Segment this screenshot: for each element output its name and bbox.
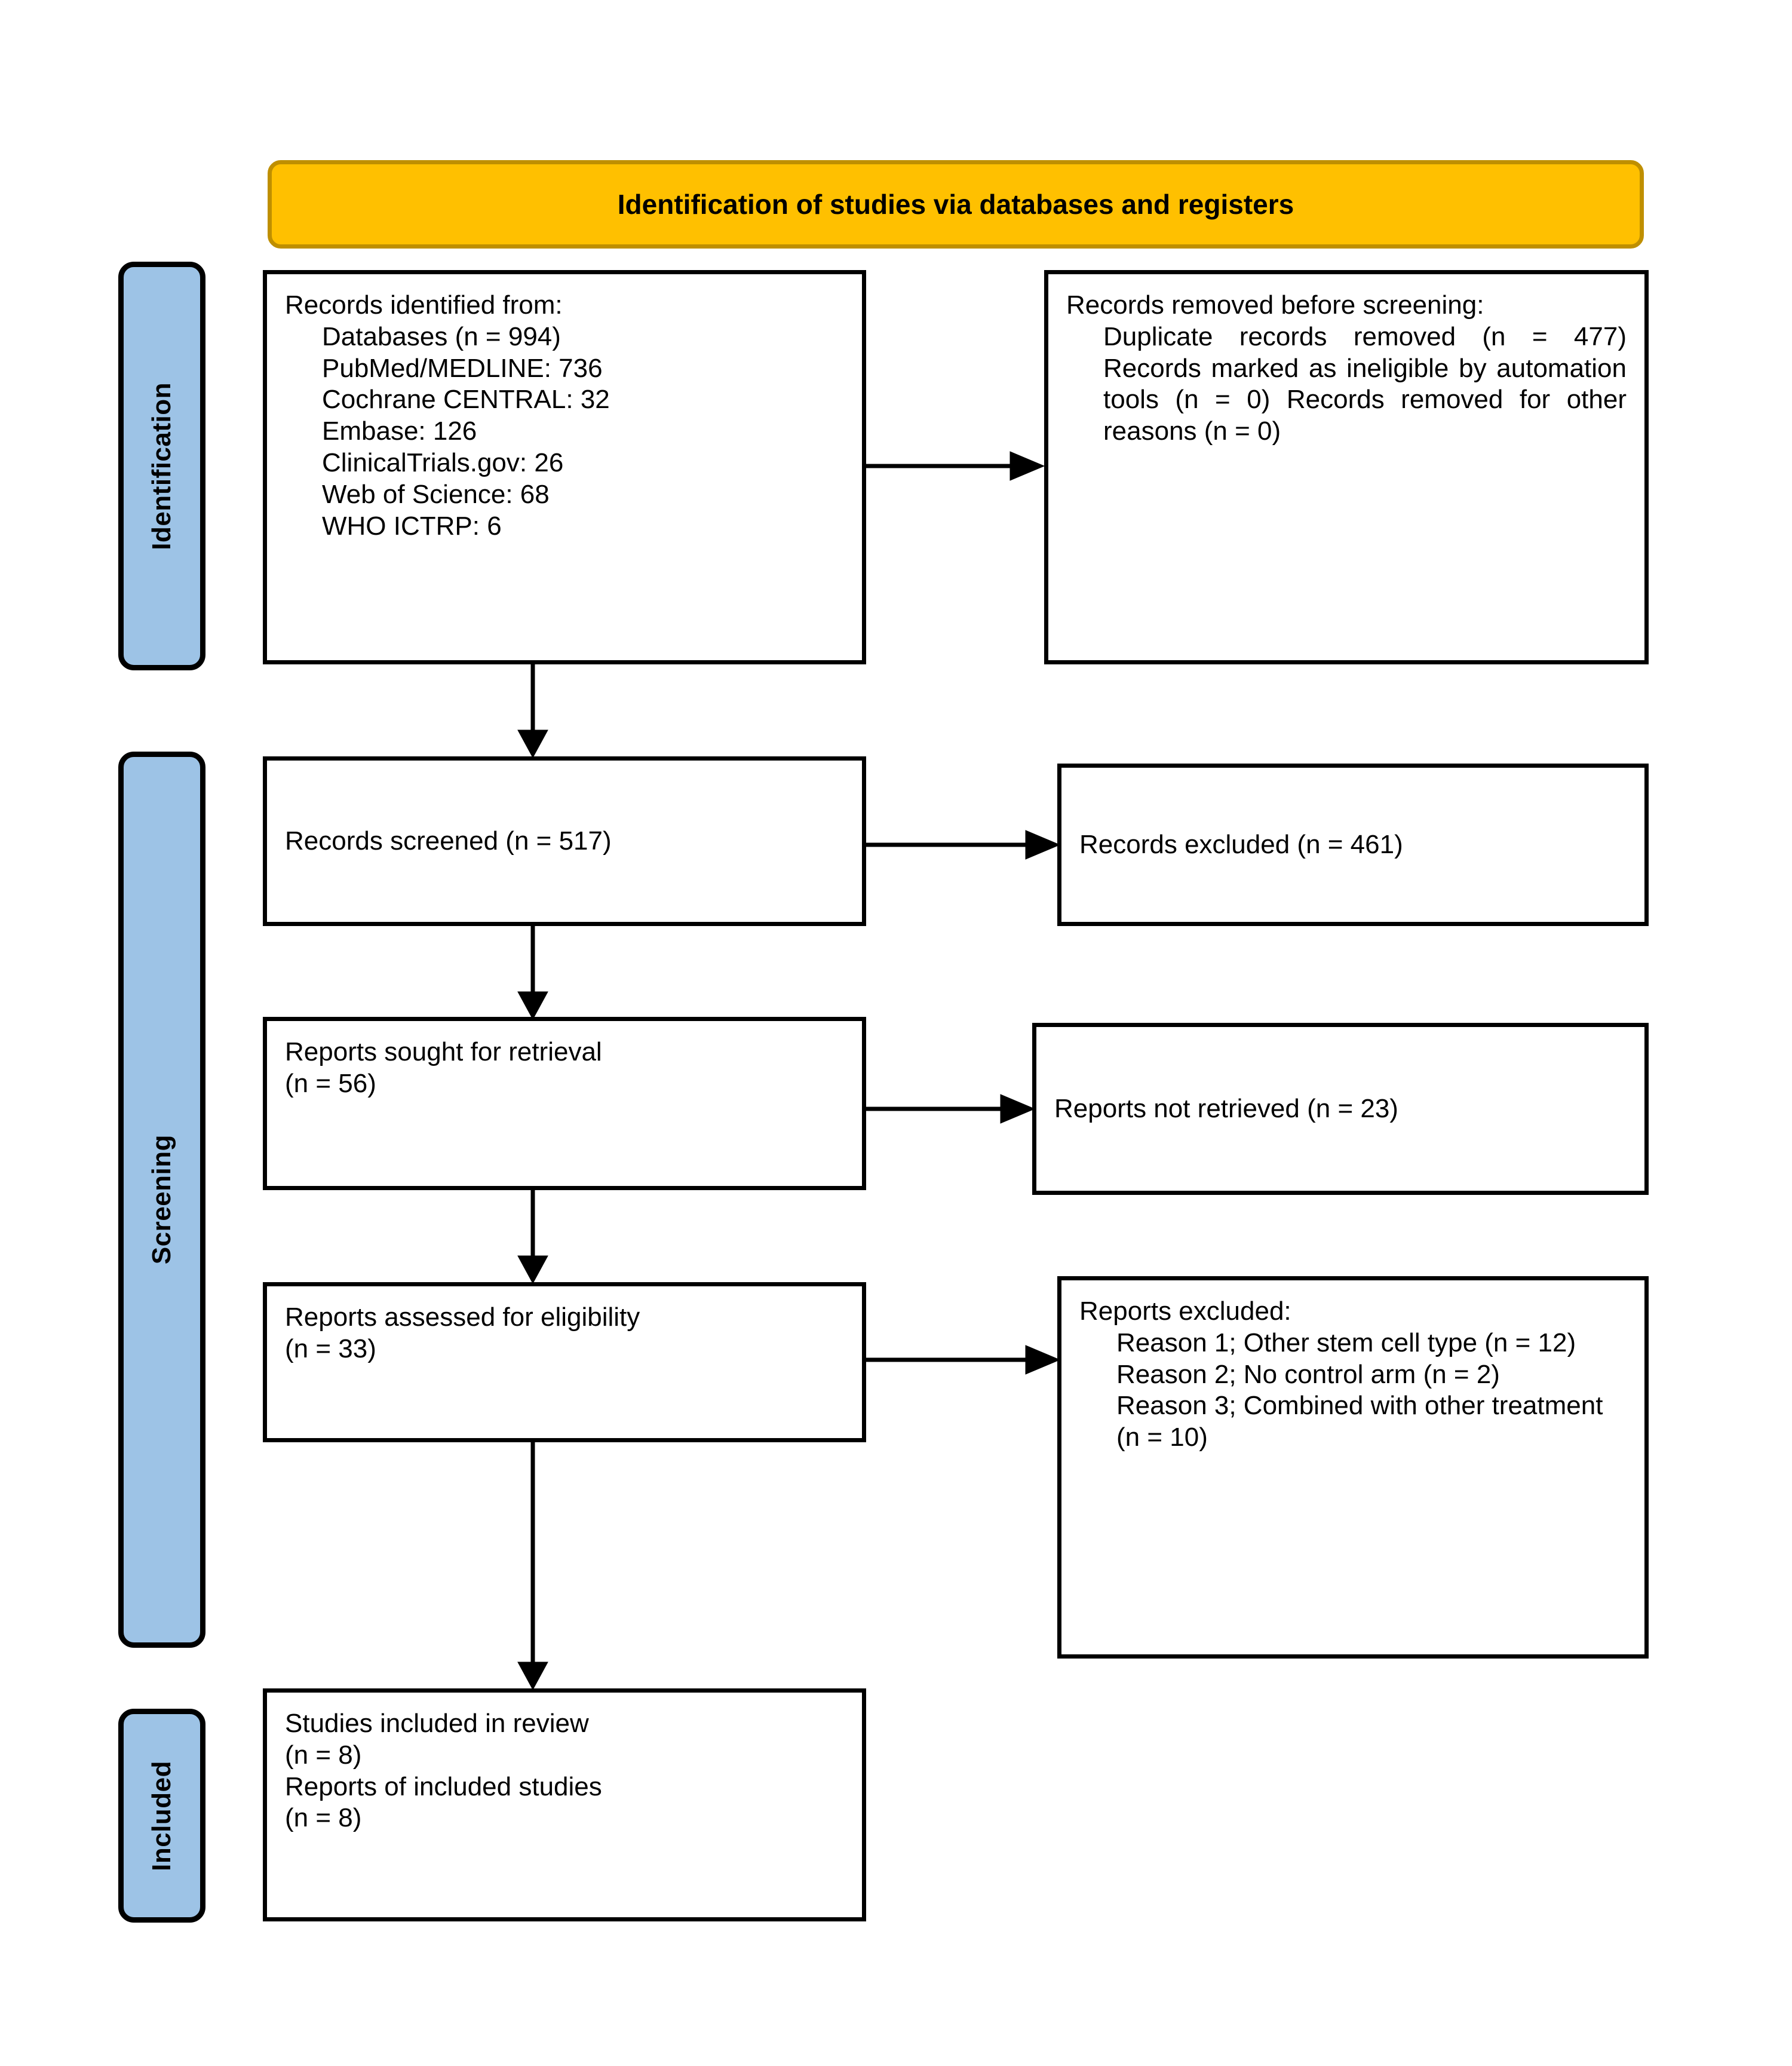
box-reports-sought-for-retrieval: Reports sought for retrieval (n = 56)	[263, 1017, 866, 1190]
stage-tab-included-label: Included	[147, 1760, 176, 1871]
arrow-identified-to-removed	[862, 451, 1045, 481]
reports-assessed-text: Reports assessed for eligibility (n = 33…	[285, 1302, 640, 1363]
records-screened-text: Records screened (n = 517)	[285, 826, 612, 856]
arrow-assessed-to-reports-excluded	[862, 1345, 1061, 1375]
box-reports-not-retrieved: Reports not retrieved (n = 23)	[1032, 1023, 1649, 1195]
arrow-sought-to-assessed	[517, 1187, 548, 1285]
stage-tab-identification: Identification	[118, 262, 205, 670]
phase-banner-identification: Identification of studies via databases …	[268, 160, 1644, 249]
arrow-identified-to-screened	[517, 661, 548, 759]
box-studies-included: Studies included in review (n = 8) Repor…	[263, 1688, 866, 1921]
box-reports-assessed-for-eligibility: Reports assessed for eligibility (n = 33…	[263, 1282, 866, 1442]
studies-included-text: Studies included in review (n = 8) Repor…	[285, 1709, 602, 1833]
records-identified-heading: Records identified from:	[285, 290, 563, 320]
box-records-excluded: Records excluded (n = 461)	[1057, 764, 1649, 926]
box-reports-excluded: Reports excluded: Reason 1; Other stem c…	[1057, 1276, 1649, 1659]
records-excluded-text: Records excluded (n = 461)	[1079, 829, 1403, 859]
stage-tab-identification-label: Identification	[147, 382, 176, 550]
box-records-identified: Records identified from: Databases (n = …	[263, 270, 866, 664]
stage-tab-screening-label: Screening	[147, 1135, 176, 1265]
reports-excluded-heading: Reports excluded:	[1079, 1296, 1291, 1326]
arrow-screened-to-excluded	[862, 830, 1061, 860]
records-removed-heading: Records removed before screening:	[1066, 290, 1484, 320]
stage-tab-screening: Screening	[118, 752, 205, 1648]
arrow-screened-to-sought	[517, 922, 548, 1020]
phase-banner-title: Identification of studies via databases …	[617, 189, 1294, 220]
reports-not-retrieved-text: Reports not retrieved (n = 23)	[1054, 1093, 1398, 1123]
arrow-assessed-to-included	[517, 1439, 548, 1691]
records-removed-details: Duplicate records removed (n = 477) Reco…	[1103, 321, 1634, 446]
reports-sought-text: Reports sought for retrieval (n = 56)	[285, 1037, 602, 1098]
records-identified-sources: Databases (n = 994) PubMed/MEDLINE: 736 …	[322, 321, 610, 541]
box-records-removed-before-screening: Records removed before screening: Duplic…	[1044, 270, 1649, 664]
arrow-sought-to-not-retrieved	[862, 1094, 1036, 1124]
stage-tab-included: Included	[118, 1709, 205, 1923]
box-records-screened: Records screened (n = 517)	[263, 756, 866, 926]
reports-excluded-reasons: Reason 1; Other stem cell type (n = 12) …	[1116, 1328, 1603, 1452]
